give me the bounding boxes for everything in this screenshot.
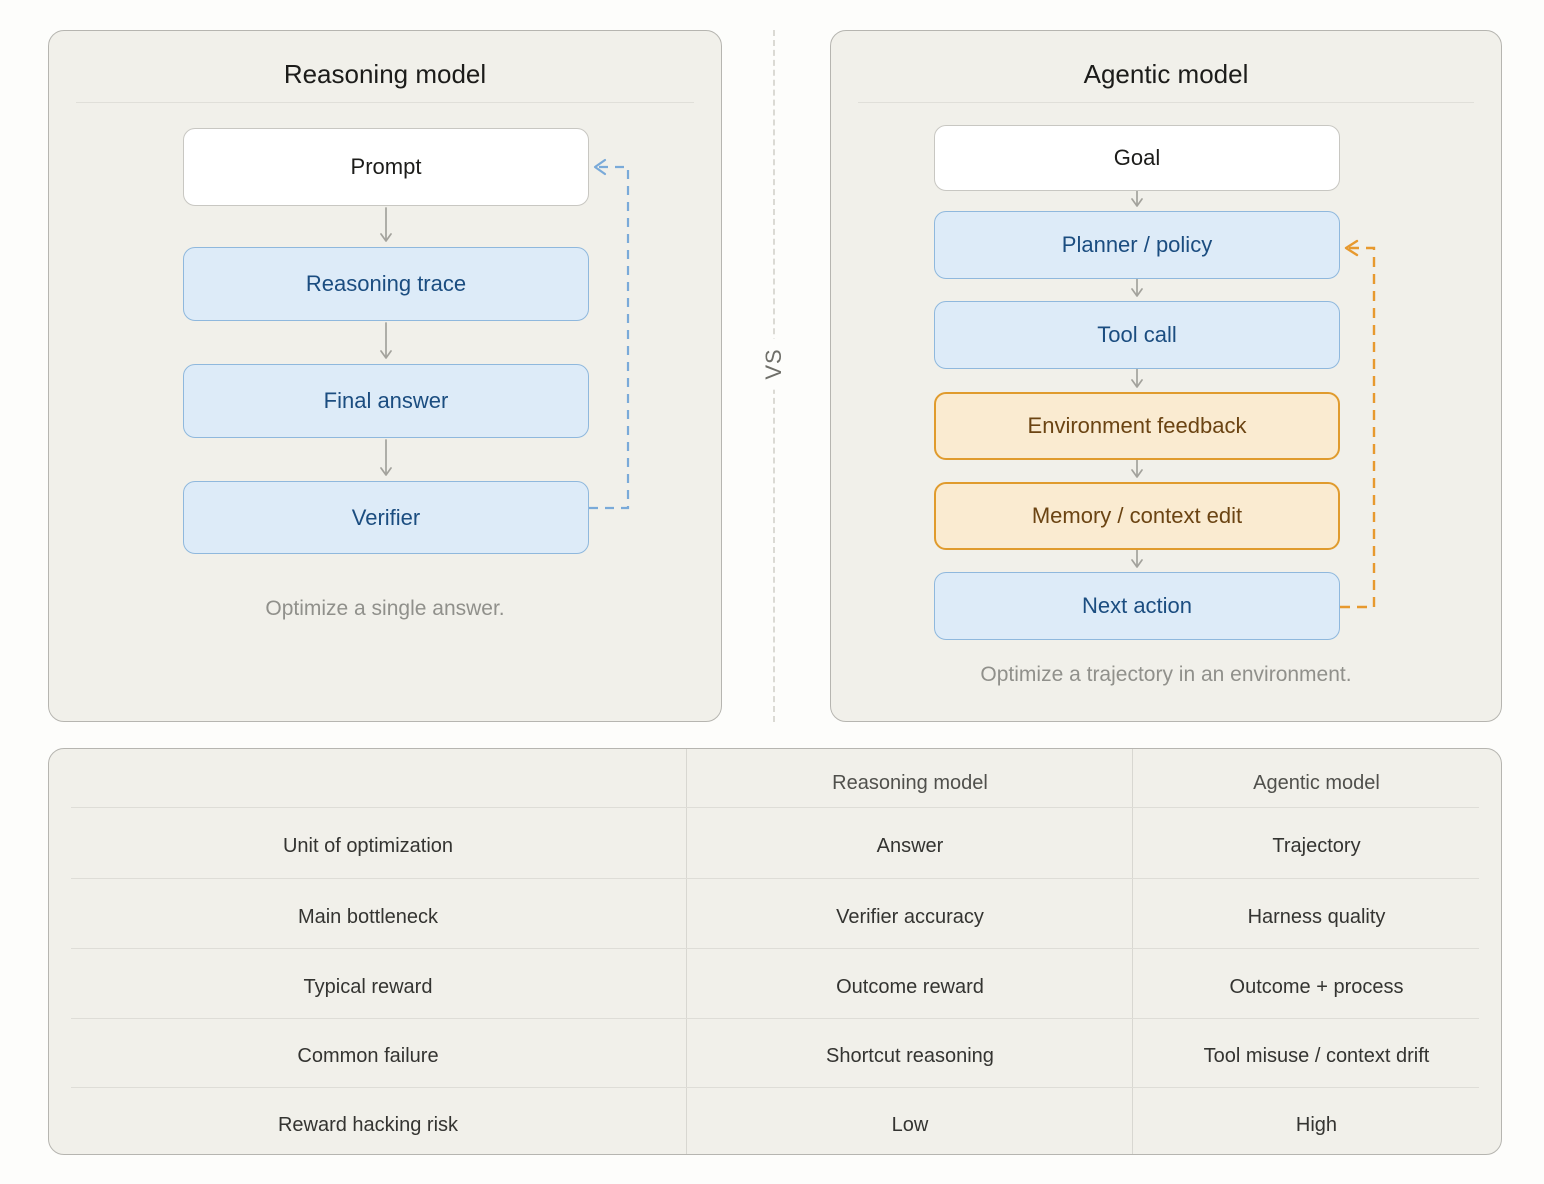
comparison-table-panel: Reasoning model Agentic model Unit of op… — [48, 748, 1502, 1155]
table-cell: Outcome reward — [836, 975, 984, 998]
table-cell: Trajectory — [1272, 835, 1361, 857]
node-verifier: Verifier — [183, 481, 589, 554]
down-arrow-icon — [1131, 369, 1143, 388]
node-environment-feedback: Environment feedback — [934, 392, 1340, 460]
down-arrow-icon — [380, 322, 392, 359]
node-tool-call: Tool call — [934, 301, 1340, 369]
title-divider — [858, 102, 1474, 103]
table-cell: Verifier accuracy — [836, 905, 984, 928]
table-cell: Low — [891, 1114, 929, 1136]
node-label: Planner / policy — [1061, 232, 1213, 257]
node-label: Reasoning trace — [305, 271, 467, 296]
table-header-reasoning-model: Reasoning model — [832, 772, 988, 794]
table-row-divider — [71, 1087, 1479, 1088]
row-label: Reward hacking risk — [277, 1114, 459, 1136]
table-column-divider — [686, 749, 687, 1154]
table-row-divider — [71, 807, 1479, 808]
reasoning-caption: Optimize a single answer. — [265, 597, 505, 620]
table-column-divider — [1132, 749, 1133, 1154]
node-label: Tool call — [1097, 322, 1177, 347]
node-label: Environment feedback — [1027, 413, 1247, 438]
node-planner-policy: Planner / policy — [934, 211, 1340, 279]
table-row-divider — [71, 948, 1479, 949]
reasoning-model-panel: Reasoning model Prompt Reasoning trace F… — [48, 30, 722, 722]
table-cell: Outcome + process — [1229, 975, 1404, 998]
table-cell: High — [1295, 1114, 1338, 1136]
table-cell: Answer — [876, 835, 944, 857]
agentic-model-panel: Agentic model Goal Planner / policy Tool… — [830, 30, 1502, 722]
row-label: Main bottleneck — [297, 905, 439, 928]
node-label: Final answer — [323, 388, 449, 413]
down-arrow-icon — [1131, 191, 1143, 207]
table-cell: Harness quality — [1247, 905, 1386, 928]
node-goal: Goal — [934, 125, 1340, 191]
row-label: Unit of optimization — [282, 835, 454, 857]
agentic-caption: Optimize a trajectory in an environment. — [980, 663, 1352, 686]
down-arrow-icon — [380, 207, 392, 242]
node-label: Verifier — [351, 504, 421, 530]
reasoning-panel-title: Reasoning model — [283, 59, 487, 89]
comparison-table: Reasoning model Agentic model Unit of op… — [49, 749, 1501, 1154]
node-label: Prompt — [350, 154, 422, 179]
title-divider — [76, 102, 694, 103]
agentic-panel-title: Agentic model — [1083, 59, 1249, 89]
row-label: Common failure — [297, 1045, 439, 1067]
down-arrow-icon — [1131, 550, 1143, 568]
node-final-answer: Final answer — [183, 364, 589, 438]
table-header-empty — [49, 749, 687, 807]
vs-divider-label: VS — [757, 338, 791, 390]
node-prompt: Prompt — [183, 128, 589, 206]
down-arrow-icon — [380, 439, 392, 476]
table-header-agentic-model: Agentic model — [1253, 772, 1380, 794]
down-arrow-icon — [1131, 460, 1143, 478]
table-cell: Tool misuse / context drift — [1203, 1045, 1430, 1067]
node-label: Goal — [1113, 145, 1161, 170]
node-reasoning-trace: Reasoning trace — [183, 247, 589, 321]
table-cell: Shortcut reasoning — [826, 1045, 994, 1067]
row-label: Typical reward — [303, 975, 433, 998]
node-label: Next action — [1081, 593, 1193, 618]
table-row-divider — [71, 1018, 1479, 1019]
node-label: Memory / context edit — [1031, 503, 1243, 528]
node-next-action: Next action — [934, 572, 1340, 640]
node-memory-context-edit: Memory / context edit — [934, 482, 1340, 550]
down-arrow-icon — [1131, 279, 1143, 297]
table-row-divider — [71, 878, 1479, 879]
